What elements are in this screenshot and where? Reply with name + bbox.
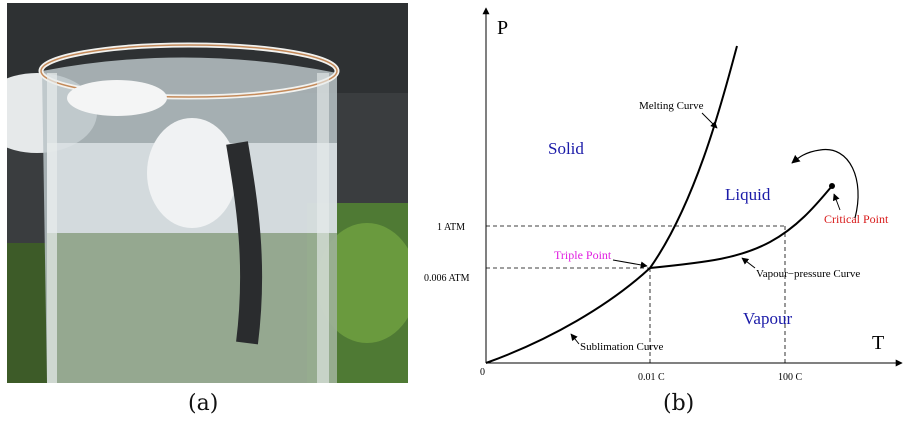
sublimation-curve-label: Sublimation Curve — [580, 341, 664, 353]
pressure-axis-label: P — [497, 17, 508, 39]
triple-point-label: Triple Point — [554, 248, 612, 262]
triple-temperature-tick-label: 0.01 C — [638, 372, 665, 383]
temperature-axis-label: T — [872, 332, 884, 354]
ice-top — [67, 80, 167, 116]
sublimation-curve — [485, 267, 651, 364]
supercritical-path-arrow — [791, 149, 859, 219]
foliage-left — [7, 243, 47, 383]
thermometer-shadow — [226, 141, 263, 345]
critical-point-pointer — [832, 193, 841, 211]
liquid-region-label: Liquid — [725, 185, 771, 204]
vapour-pressure-pointer — [741, 257, 756, 269]
sublimation-curve-pointer — [570, 333, 580, 345]
boiling-temperature-tick-label: 100 C — [778, 372, 803, 383]
water-lower — [47, 233, 337, 383]
caption-b: (b) — [663, 391, 695, 416]
critical-point-label: Critical Point — [824, 212, 889, 226]
critical-point-marker — [829, 183, 835, 189]
ice-cube — [147, 118, 237, 228]
origin-label: 0 — [480, 367, 485, 378]
triple-point-pointer — [612, 259, 648, 269]
foliage-leaf — [317, 223, 408, 343]
triple-pressure-tick-label: 0.006 ATM — [424, 273, 470, 284]
ice-water-glass-photo — [7, 3, 408, 383]
melting-curve — [649, 45, 738, 269]
glass-highlight-right — [317, 73, 329, 383]
solid-region-label: Solid — [548, 139, 584, 158]
phase-diagram: P T 0 1 ATM 0.006 ATM 0.01 C 100 C Solid… — [424, 7, 903, 383]
caption-a: (a) — [188, 391, 219, 416]
one-atm-tick-label: 1 ATM — [437, 222, 465, 233]
melting-curve-label: Melting Curve — [639, 100, 704, 112]
glass-rim-edge — [40, 44, 338, 98]
vapour-pressure-curve — [649, 185, 833, 269]
vapour-pressure-curve-label: Vapour−pressure Curve — [756, 268, 860, 280]
vapour-region-label: Vapour — [743, 309, 792, 328]
melting-curve-pointer — [701, 112, 718, 129]
glass-highlight-left — [47, 73, 57, 383]
